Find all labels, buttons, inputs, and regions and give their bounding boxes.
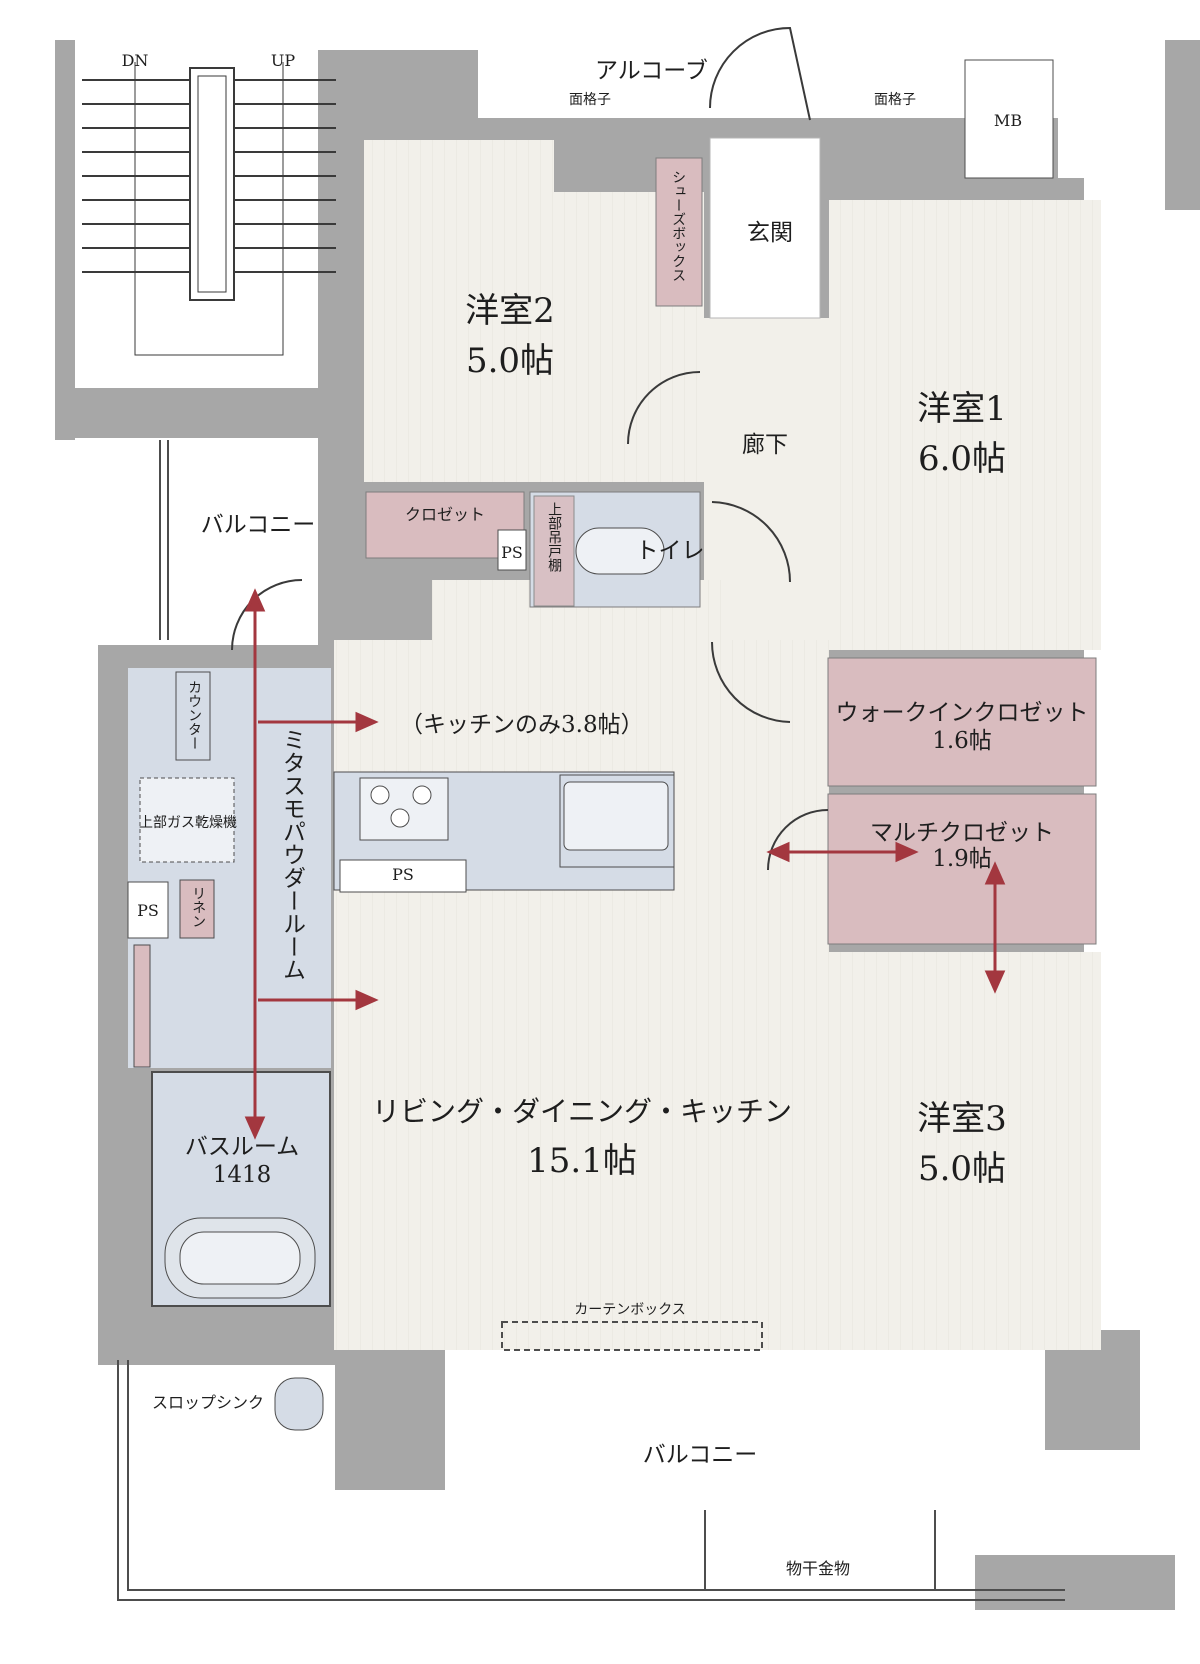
window-grille-right-label: 面格子 (874, 92, 916, 108)
meter-box-rect (964, 59, 1054, 179)
gas-dryer (139, 777, 235, 863)
closet-label: クロゼット (404, 505, 486, 524)
bathroom-name: バスルーム (184, 1134, 300, 1160)
clothes-hanger-label: 物干金物 (785, 1559, 851, 1578)
wic-rect (827, 657, 1097, 787)
western3-size: 5.0帖 (917, 1149, 1007, 1189)
western1-name: 洋室1 (917, 389, 1007, 429)
vanity-rect (133, 944, 151, 1068)
alcove-label: アルコーブ (595, 58, 708, 84)
ldk-name: リビング・ダイニング・キッチン (371, 1095, 793, 1128)
ps-box-toilet (497, 529, 527, 571)
closets (133, 157, 1097, 1068)
linen-label: リネン (190, 886, 207, 928)
ps-toilet-label: PS (501, 543, 523, 562)
linen-rect (179, 879, 215, 939)
stove-area (359, 777, 449, 841)
upper-shelf-rect (533, 495, 575, 607)
curtain-box-rect (501, 1321, 763, 1351)
ps-wash-label: PS (137, 901, 159, 920)
toilet-label: トイレ (635, 538, 705, 564)
ps-box-wash (127, 881, 169, 939)
upper-shelf-label: 上部吊戸棚 (546, 502, 563, 572)
stairs-down-label: DN (121, 51, 149, 70)
multi-closet-size: 1.9帖 (932, 846, 992, 872)
powder-room-label: ミタスモパウダールーム (278, 728, 305, 981)
slop-sink (274, 1377, 324, 1431)
counter-label: カウンター (186, 680, 203, 750)
railings (117, 440, 1065, 1601)
slop-sink-label: スロップシンク (152, 1393, 265, 1412)
fixtures (127, 59, 1054, 1431)
western2-size: 5.0帖 (465, 341, 555, 381)
doors (231, 26, 829, 871)
western1-size: 6.0帖 (917, 439, 1007, 479)
staircase (82, 62, 336, 356)
floors (128, 137, 1101, 1350)
hallway-label: 廊下 (742, 432, 788, 458)
ldk-size: 15.1帖 (527, 1141, 637, 1181)
counter-box (175, 671, 211, 761)
meter-box-label: MB (993, 111, 1023, 130)
multi-closet-name: マルチクロゼット (870, 820, 1054, 846)
curtain-box-label: カーテンボックス (574, 1302, 686, 1318)
wic-size: 1.6帖 (932, 728, 992, 754)
bathroom-size: 1418 (212, 1162, 272, 1188)
western3-name: 洋室3 (917, 1099, 1007, 1139)
circulation-arrows (244, 588, 1006, 1140)
multi-closet-rect (827, 793, 1097, 945)
kitchen-only-label: （キッチンのみ3.8帖） (400, 712, 644, 738)
balcony-upper-label: バルコニー (200, 512, 316, 538)
shoe-box-label: シューズボックス (670, 170, 687, 282)
window-grille-left-label: 面格子 (569, 92, 611, 108)
floor-ldk (334, 640, 829, 1350)
ps-box-kitchen (339, 859, 467, 893)
toilet-bowl (575, 527, 665, 575)
floor-western1 (829, 200, 1101, 650)
western2-name: 洋室2 (465, 291, 555, 331)
floor-entrance (709, 137, 821, 319)
balcony-lower-label: バルコニー (642, 1442, 758, 1468)
floor-western2 (364, 192, 704, 482)
floor-western3 (829, 952, 1101, 1350)
wic-name: ウォークインクロゼット (835, 700, 1089, 726)
kitchen-sink (563, 781, 669, 851)
shoe-box-rect (655, 157, 703, 307)
ps-kitchen-label: PS (392, 865, 414, 884)
gas-dryer-label: 上部ガス乾燥機 (139, 815, 237, 831)
entrance-label: 玄関 (747, 220, 793, 246)
stairs-up-label: UP (270, 51, 296, 70)
